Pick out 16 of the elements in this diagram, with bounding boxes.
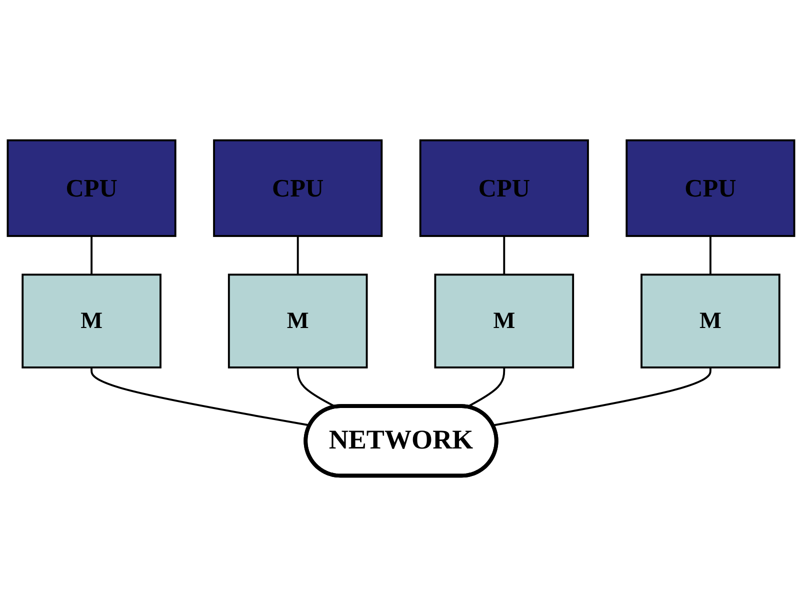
connector <box>466 367 506 408</box>
node-box: M <box>228 274 368 368</box>
node-box: CPU <box>213 139 383 237</box>
connector <box>296 367 336 408</box>
node-box: M <box>22 274 162 368</box>
node-box: CPU <box>419 139 589 237</box>
connector <box>492 367 712 426</box>
node-box: CPU <box>6 139 176 237</box>
node-box: M <box>640 274 780 368</box>
connector <box>503 236 506 275</box>
node-box: M <box>434 274 574 368</box>
connector <box>90 236 93 275</box>
node-box: CPU <box>626 139 796 237</box>
connector <box>90 367 310 426</box>
connector <box>709 236 712 275</box>
connector <box>296 236 299 275</box>
